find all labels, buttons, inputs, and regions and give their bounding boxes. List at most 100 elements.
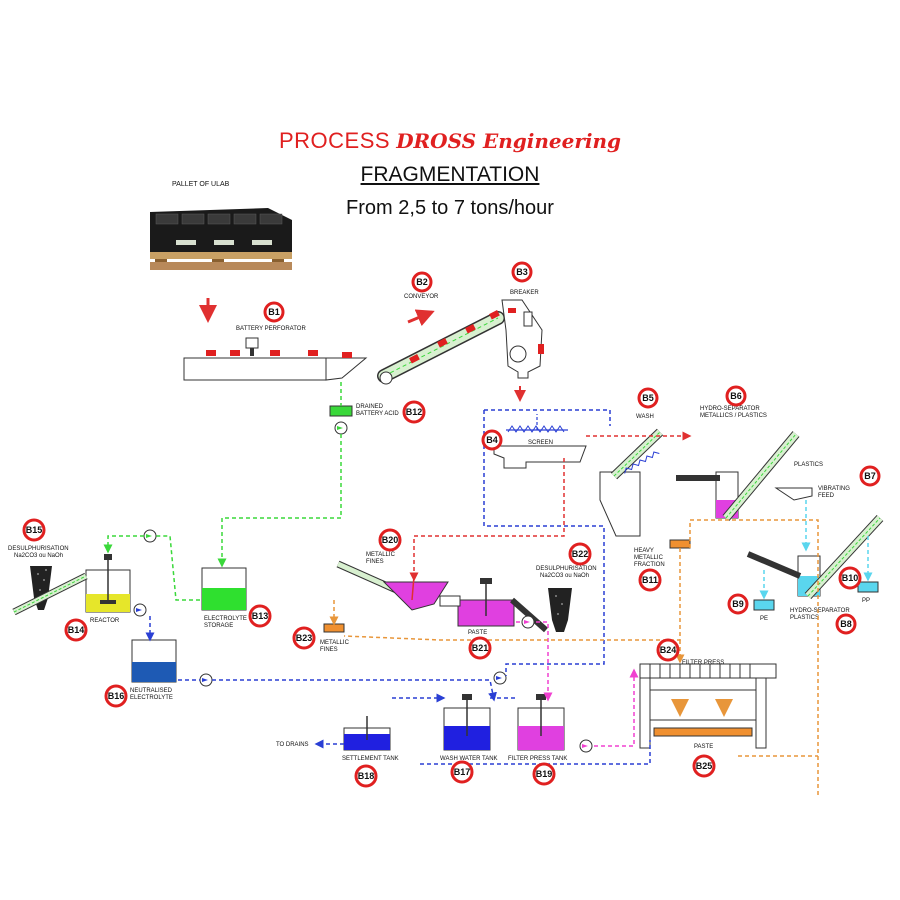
vibrating-feed: PLASTICS VIBRATING FEED: [774, 462, 850, 501]
metallic-fines-label-1: METALLIC: [366, 552, 396, 558]
tag-b18: B18: [354, 764, 378, 788]
desulph-left-label-2: Na2CO3 ou NaOh: [14, 553, 63, 559]
svg-text:B5: B5: [642, 393, 654, 403]
reactor-label: REACTOR: [90, 618, 120, 624]
heavy-metallic-fraction: HEAVY METALLIC FRACTION: [634, 539, 691, 568]
metallic-fines-screw: METALLIC FINES: [336, 552, 449, 611]
drained-acid-label-2: BATTERY ACID: [356, 411, 399, 417]
tag-b3: B3: [511, 261, 533, 283]
metallic-fines-bin: METALLIC FINES: [320, 623, 350, 653]
tag-b19: B19: [532, 762, 556, 786]
paste-tank: PASTE: [439, 578, 548, 636]
tag-b12: B12: [402, 400, 426, 424]
electrolyte-storage-label-1: ELECTROLYTE: [204, 616, 247, 622]
vibrating-feed-label-1: VIBRATING: [818, 486, 850, 492]
hydro-separator-plastics: HYDRO-SEPARATOR PLASTICS: [746, 514, 884, 621]
tag-b23: B23: [292, 626, 316, 650]
pe-label: PE: [760, 616, 768, 622]
screen: SCREEN: [493, 414, 587, 469]
tag-b5: B5: [637, 387, 659, 409]
hmf-label-3: FRACTION: [634, 562, 665, 568]
svg-text:B1: B1: [268, 307, 280, 317]
svg-text:B19: B19: [536, 769, 553, 779]
svg-text:B15: B15: [26, 525, 43, 535]
wash-screw: WASH: [599, 414, 664, 537]
tag-b2: B2: [411, 271, 433, 293]
desulphurisation-left: DESULPHURISATION Na2CO3 ou NaOh: [8, 546, 88, 616]
desulph-right-label-1: DESULPHURISATION: [536, 566, 597, 572]
to-drains-label: TO DRAINS: [276, 742, 309, 748]
svg-text:B23: B23: [296, 633, 313, 643]
tag-b20: B20: [378, 528, 402, 552]
pp-label: PP: [862, 598, 870, 604]
pallet-label: PALLET OF ULAB: [172, 181, 230, 188]
tag-b13: B13: [248, 604, 272, 628]
hmf-label-2: METALLIC: [634, 555, 664, 561]
svg-text:B9: B9: [732, 599, 744, 609]
neutralised-electrolyte: NEUTRALISED ELECTROLYTE: [130, 639, 213, 701]
title-process: PROCESS: [278, 128, 391, 153]
breaker-label: BREAKER: [510, 290, 539, 296]
tag-b1: B1: [263, 301, 285, 323]
pp-bin: PP: [857, 581, 879, 604]
metallic-fines-label-2: FINES: [366, 559, 384, 565]
metallic-fines-bin-label-1: METALLIC: [320, 640, 350, 646]
desulph-left-label-1: DESULPHURISATION: [8, 546, 69, 552]
svg-text:B11: B11: [642, 575, 658, 585]
title-dross-engineering: DROSS Engineering: [396, 129, 622, 153]
tag-b10: B10: [838, 566, 862, 590]
tag-b9: B9: [727, 593, 749, 615]
vibrating-feed-label-2: FEED: [818, 493, 835, 499]
svg-text:B4: B4: [486, 435, 498, 445]
capacity-text: From 2,5 to 7 tons/hour: [346, 197, 554, 219]
tag-b24: B24: [656, 638, 680, 662]
svg-text:B13: B13: [252, 611, 269, 621]
svg-text:B18: B18: [358, 771, 375, 781]
svg-text:B20: B20: [382, 535, 399, 545]
battery-perforator: BATTERY PERFORATOR: [183, 298, 368, 381]
tag-b11: B11: [638, 568, 662, 592]
flow-lines: [103, 382, 873, 796]
screen-label: SCREEN: [528, 440, 553, 446]
breaker: BREAKER: [501, 290, 544, 402]
hydro-separator-mp-label-1: HYDRO-SEPARATOR: [700, 406, 760, 412]
svg-text:B7: B7: [864, 471, 876, 481]
desulphurisation-right: DESULPHURISATION Na2CO3 ou NaOh: [536, 566, 597, 632]
drained-battery-acid: DRAINED BATTERY ACID: [329, 404, 399, 435]
conveyor: CONVEYOR: [377, 294, 505, 385]
filter-press-tank-label: FILTER PRESS TANK: [508, 756, 567, 762]
paste-tank-label: PASTE: [468, 630, 487, 636]
svg-text:B25: B25: [696, 761, 713, 771]
tag-b15: B15: [22, 518, 46, 542]
tag-b22: B22: [568, 542, 592, 566]
tag-b21: B21: [468, 636, 492, 660]
drained-acid-label-1: DRAINED: [356, 404, 384, 410]
svg-text:B8: B8: [840, 619, 852, 629]
filter-press-tank: FILTER PRESS TANK: [493, 671, 593, 762]
reactor: REACTOR: [85, 529, 157, 624]
tag-b25: B25: [692, 754, 716, 778]
svg-text:B22: B22: [572, 549, 589, 559]
settlement-tank: SETTLEMENT TANK TO DRAINS: [276, 716, 399, 762]
svg-text:B10: B10: [842, 573, 859, 583]
tag-b17: B17: [450, 760, 474, 784]
svg-text:B12: B12: [406, 407, 423, 417]
tag-b6: B6: [725, 385, 747, 407]
diagram-title: PROCESS DROSS Engineering: [0, 128, 900, 154]
pe-bin: PE: [753, 599, 775, 622]
tag-b7: B7: [859, 465, 881, 487]
plastics-label: PLASTICS: [794, 462, 823, 468]
electrolyte-storage: ELECTROLYTE STORAGE: [201, 567, 247, 629]
battery-perforator-label: BATTERY PERFORATOR: [236, 326, 306, 332]
svg-text:B6: B6: [730, 391, 742, 401]
hmf-label-1: HEAVY: [634, 548, 654, 554]
wash-label: WASH: [636, 414, 654, 420]
svg-text:B17: B17: [454, 767, 471, 777]
conveyor-label: CONVEYOR: [404, 294, 439, 300]
neutralised-label-2: ELECTROLYTE: [130, 695, 173, 701]
svg-text:B2: B2: [416, 277, 428, 287]
diagram-subtitle: FRAGMENTATION: [360, 163, 540, 186]
hydro-separator-mp-label-2: METALLICS / PLASTICS: [700, 413, 767, 419]
tag-b16: B16: [104, 684, 128, 708]
